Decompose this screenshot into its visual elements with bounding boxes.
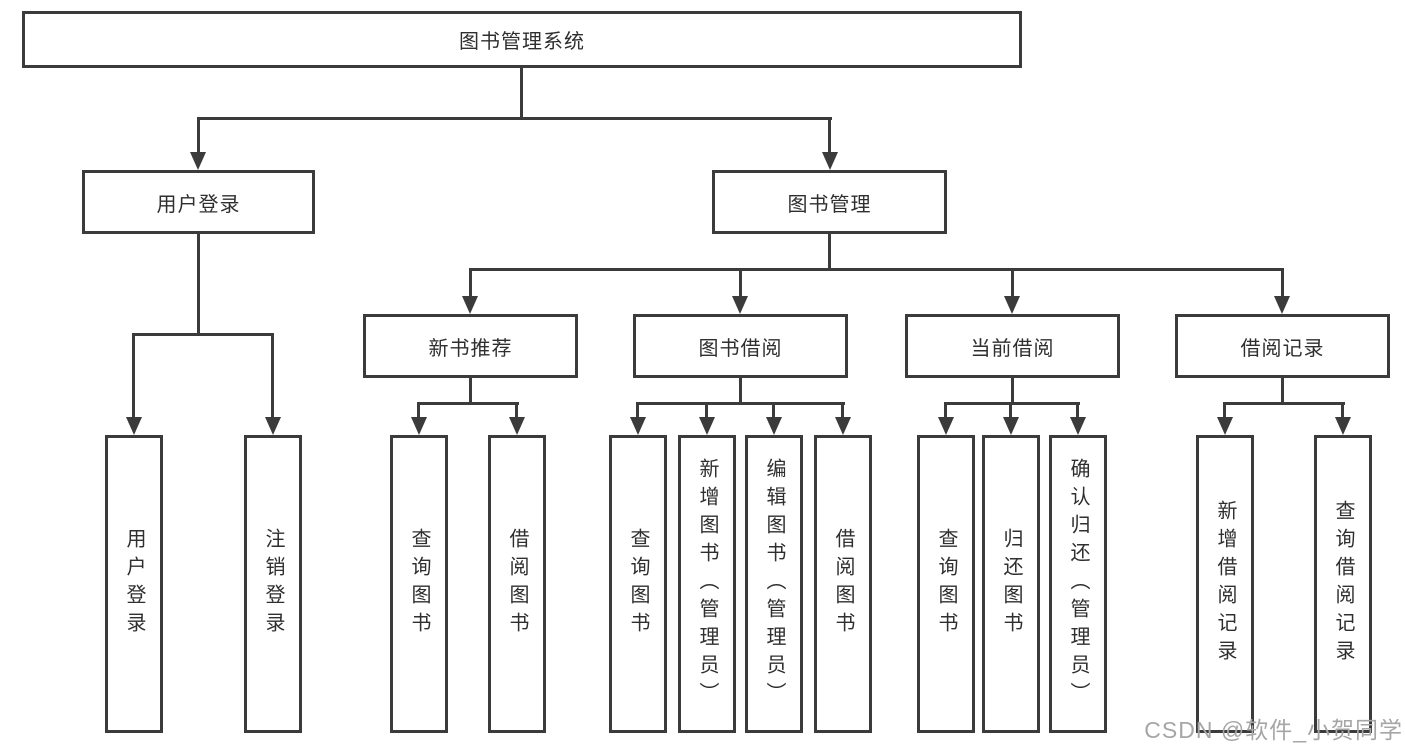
connector-borrowrecord-stem-line — [1281, 378, 1284, 405]
leaf-confirm-return-admin-label: 确认归还（管理员） — [1067, 458, 1089, 710]
leaf-query-books-recommend: 查询图书 — [390, 435, 448, 733]
arrow-down-icon — [126, 417, 142, 435]
node-current-borrowing: 当前借阅 — [905, 314, 1120, 378]
connector-newbook-stem-line — [469, 378, 472, 405]
leaf-user-login-label: 用户登录 — [123, 528, 145, 640]
leaf-borrow-books-borrowing-label: 借阅图书 — [832, 528, 854, 640]
leaf-borrow-books-borrowing: 借阅图书 — [814, 435, 872, 733]
node-book-borrowing-label: 图书借阅 — [698, 337, 783, 360]
arrow-down-icon — [822, 152, 838, 170]
arrow-down-icon — [699, 417, 715, 435]
arrow-down-icon — [630, 417, 646, 435]
arrow-down-icon — [1004, 296, 1020, 314]
connector-currentborrow-drop-line — [1076, 402, 1079, 418]
node-book-management-label: 图书管理 — [787, 193, 872, 216]
node-new-book-recommend-label: 新书推荐 — [428, 337, 513, 360]
connector-bookborrow-drop-line — [705, 402, 708, 418]
leaf-borrow-books-recommend-label: 借阅图书 — [506, 528, 528, 640]
leaf-borrow-books-recommend: 借阅图书 — [488, 435, 546, 733]
node-user-login: 用户登录 — [82, 170, 315, 234]
leaf-add-book-admin-label: 新增图书（管理员） — [696, 458, 718, 710]
leaf-query-borrow-record-label: 查询借阅记录 — [1332, 500, 1354, 668]
connector-newbook-bus-line — [417, 402, 519, 405]
connector-userlogin-drop-line — [132, 333, 135, 418]
connector-borrowrecord-drop-line — [1341, 402, 1344, 418]
leaf-query-books-current: 查询图书 — [917, 435, 975, 733]
arrow-down-icon — [835, 417, 851, 435]
arrow-down-icon — [766, 417, 782, 435]
leaf-logout: 注销登录 — [244, 435, 302, 733]
arrow-down-icon — [509, 417, 525, 435]
connector-bookmgmt-drop-line — [469, 268, 472, 298]
connector-userlogin-stem-line — [197, 234, 200, 336]
connector-root-drop-line — [828, 117, 831, 153]
connector-bookmgmt-bus-line — [469, 268, 1284, 271]
connector-bookborrow-drop-line — [841, 402, 844, 418]
leaf-add-borrow-record: 新增借阅记录 — [1196, 435, 1254, 733]
csdn-watermark: CSDN @软件_小贺同学 — [1144, 717, 1403, 743]
connector-newbook-drop-line — [515, 402, 518, 418]
arrow-down-icon — [1070, 417, 1086, 435]
connector-currentborrow-stem-line — [1011, 378, 1014, 405]
connector-borrowrecord-bus-line — [1223, 402, 1345, 405]
connector-currentborrow-drop-line — [944, 402, 947, 418]
arrow-down-icon — [732, 296, 748, 314]
connector-borrowrecord-drop-line — [1223, 402, 1226, 418]
node-library-system-label: 图书管理系统 — [459, 31, 585, 53]
arrow-down-icon — [265, 417, 281, 435]
arrow-down-icon — [411, 417, 427, 435]
connector-bookborrow-drop-line — [636, 402, 639, 418]
leaf-user-login: 用户登录 — [105, 435, 163, 733]
node-user-login-label: 用户登录 — [156, 193, 241, 216]
connector-bookborrow-drop-line — [772, 402, 775, 418]
leaf-return-books-label: 归还图书 — [1000, 528, 1022, 640]
node-library-system: 图书管理系统 — [22, 11, 1022, 68]
leaf-add-book-admin: 新增图书（管理员） — [678, 435, 736, 733]
connector-userlogin-drop-line — [271, 333, 274, 418]
connector-currentborrow-drop-line — [1009, 402, 1012, 418]
arrow-down-icon — [1274, 296, 1290, 314]
node-book-borrowing: 图书借阅 — [633, 314, 848, 378]
arrow-down-icon — [190, 152, 206, 170]
arrow-down-icon — [1217, 417, 1233, 435]
connector-bookmgmt-drop-line — [1011, 268, 1014, 298]
arrow-down-icon — [1003, 417, 1019, 435]
leaf-edit-book-admin-label: 编辑图书（管理员） — [763, 458, 785, 710]
connector-bookborrow-bus-line — [636, 402, 845, 405]
connector-root-bus-line — [197, 117, 832, 120]
arrow-down-icon — [938, 417, 954, 435]
leaf-logout-label: 注销登录 — [262, 528, 284, 640]
leaf-confirm-return-admin: 确认归还（管理员） — [1049, 435, 1107, 733]
connector-root-drop-line — [197, 117, 200, 153]
connector-userlogin-bus-line — [132, 333, 274, 336]
node-borrowing-records-label: 借阅记录 — [1240, 337, 1325, 360]
leaf-add-borrow-record-label: 新增借阅记录 — [1214, 500, 1236, 668]
connector-currentborrow-bus-line — [944, 402, 1080, 405]
node-book-management: 图书管理 — [712, 170, 947, 234]
connector-bookmgmt-stem-line — [828, 234, 831, 271]
arrow-down-icon — [462, 296, 478, 314]
arrow-down-icon — [1335, 417, 1351, 435]
leaf-query-borrow-record: 查询借阅记录 — [1314, 435, 1372, 733]
node-new-book-recommend: 新书推荐 — [363, 314, 578, 378]
leaf-edit-book-admin: 编辑图书（管理员） — [745, 435, 803, 733]
connector-bookmgmt-drop-line — [1281, 268, 1284, 298]
leaf-query-books-current-label: 查询图书 — [935, 528, 957, 640]
node-current-borrowing-label: 当前借阅 — [970, 337, 1055, 360]
node-borrowing-records: 借阅记录 — [1175, 314, 1390, 378]
connector-bookmgmt-drop-line — [739, 268, 742, 298]
connector-bookborrow-stem-line — [739, 378, 742, 405]
connector-root-stem-line — [520, 68, 523, 119]
leaf-query-books-recommend-label: 查询图书 — [408, 528, 430, 640]
leaf-query-books-borrowing: 查询图书 — [609, 435, 667, 733]
leaf-return-books: 归还图书 — [982, 435, 1040, 733]
connector-newbook-drop-line — [417, 402, 420, 418]
leaf-query-books-borrowing-label: 查询图书 — [627, 528, 649, 640]
